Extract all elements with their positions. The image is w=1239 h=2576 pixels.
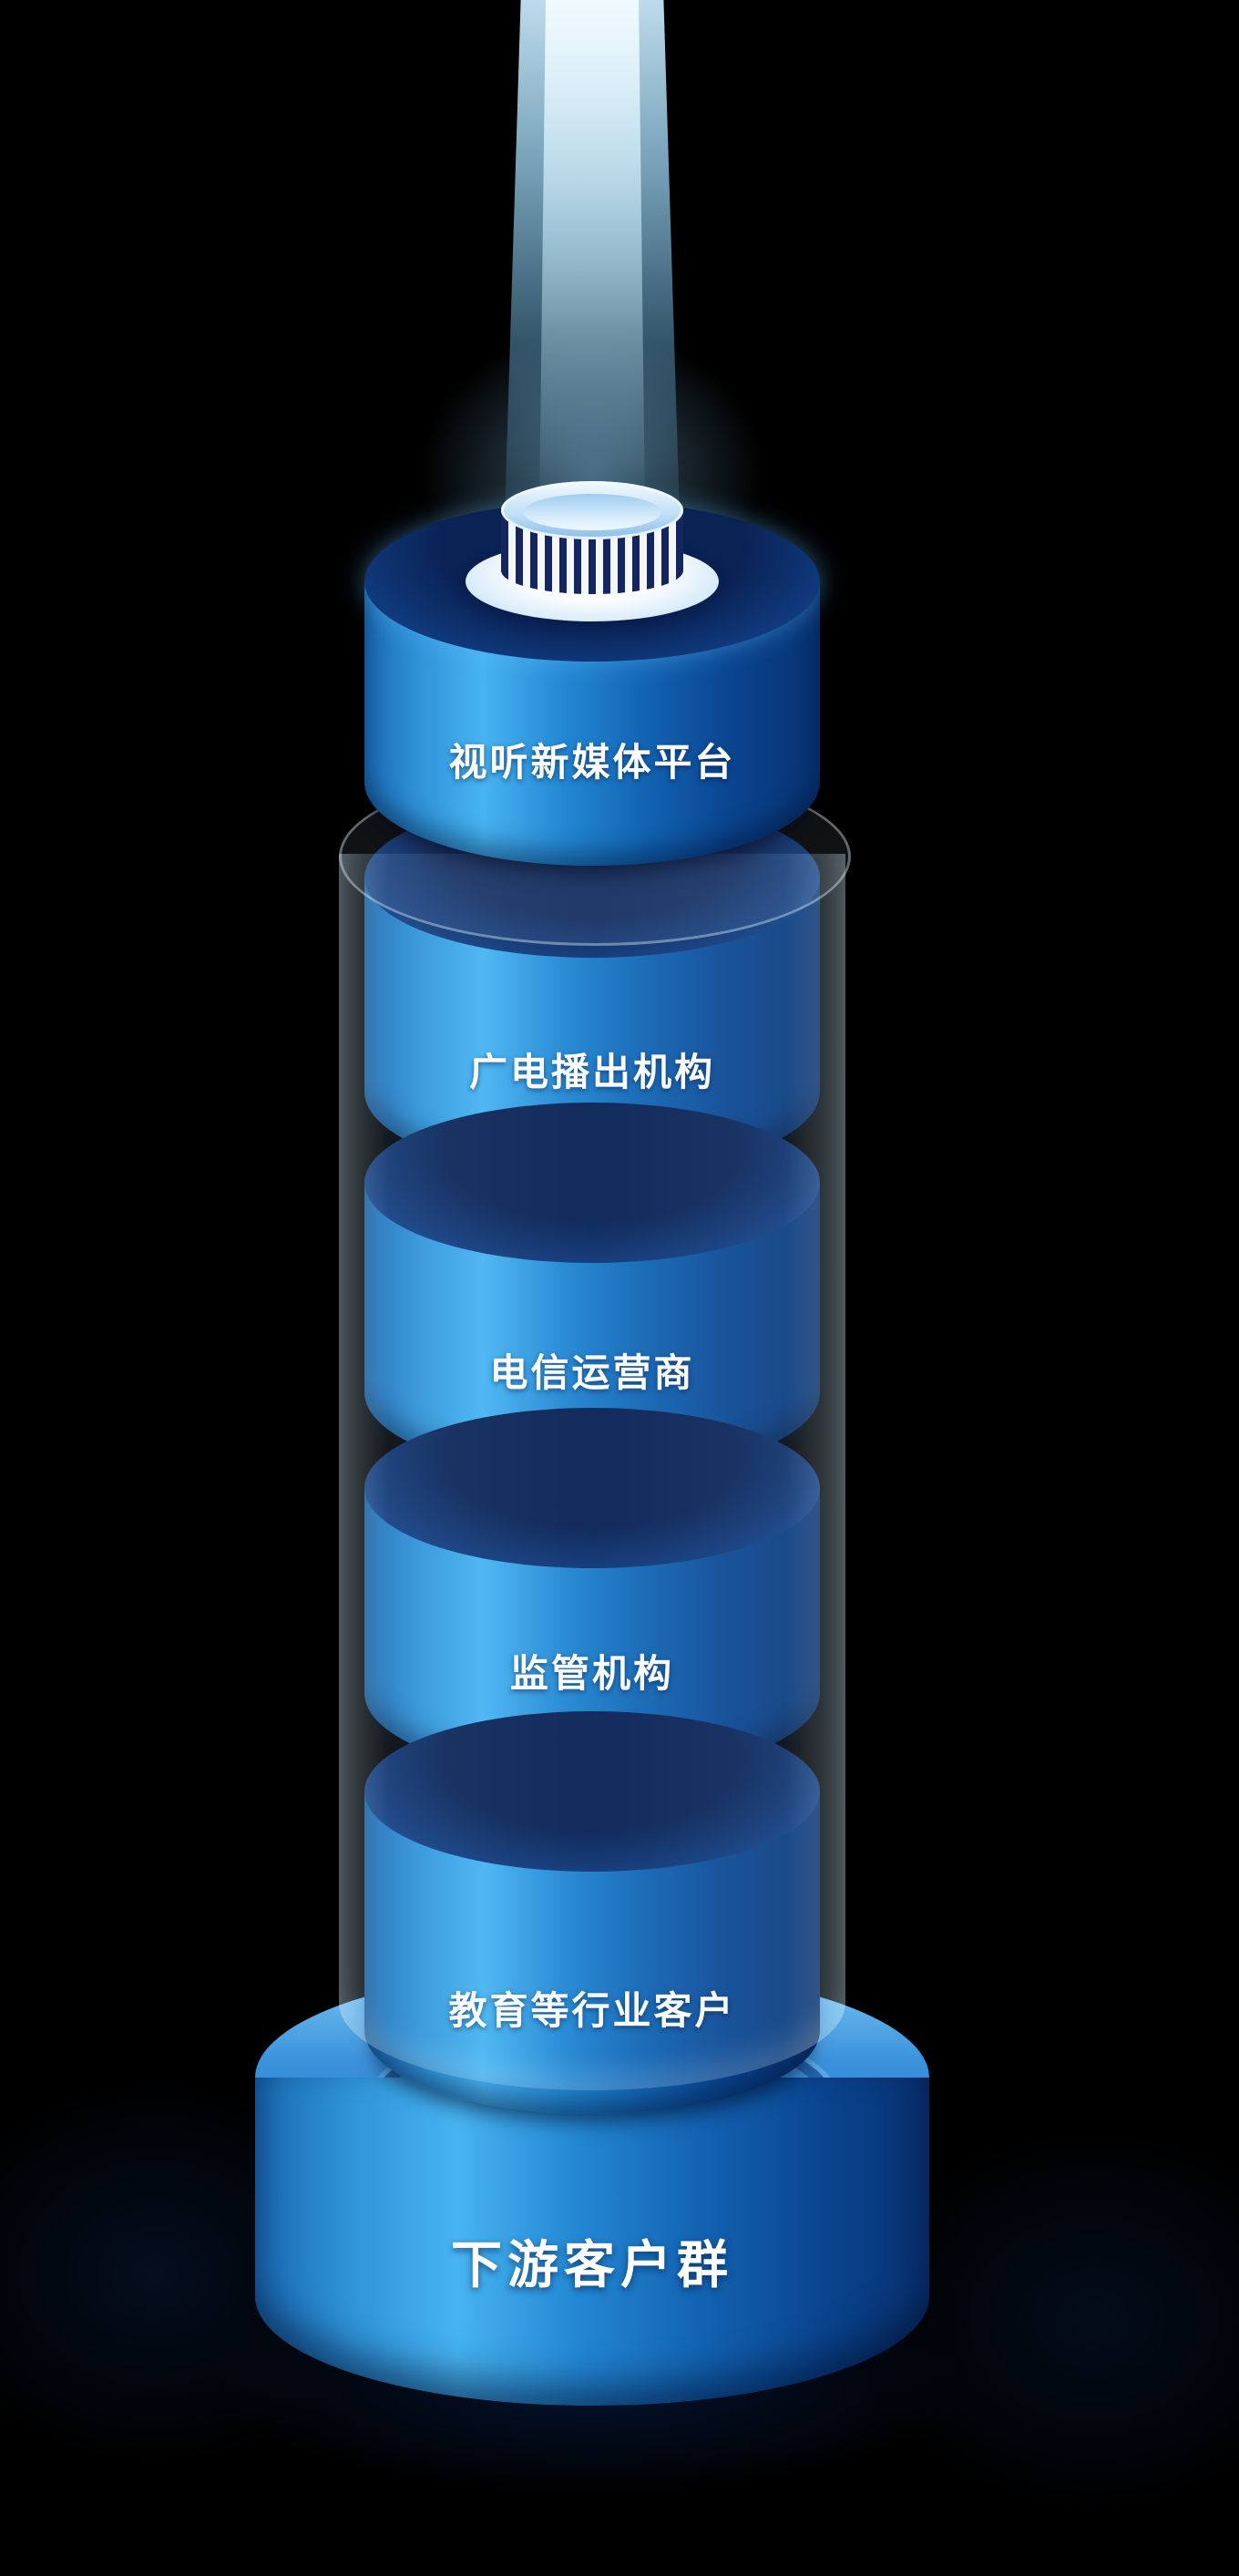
ribbed-cap-top-inner bbox=[523, 494, 661, 530]
cylinder-5-top-face bbox=[364, 1711, 820, 1872]
base-label: 下游客户群 bbox=[451, 2236, 733, 2294]
cylinder-5-label: 教育等行业客户 bbox=[448, 1989, 736, 2032]
cylinder-4-top-face bbox=[364, 1408, 820, 1568]
cylinder-3-label: 电信运营商 bbox=[489, 1351, 695, 1394]
cylinder-4-label: 监管机构 bbox=[509, 1652, 674, 1695]
cylinder-1-label: 视听新媒体平台 bbox=[448, 741, 736, 784]
cylinder-2-label: 广电播出机构 bbox=[468, 1051, 715, 1093]
base-body: 下游客户群 bbox=[255, 2078, 929, 2406]
light-beam-core bbox=[539, 0, 645, 510]
cylinder-3-top-face bbox=[364, 1103, 820, 1263]
